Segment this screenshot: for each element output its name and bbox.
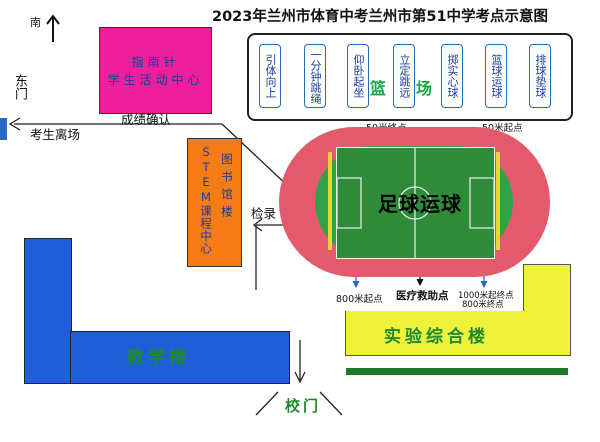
court-label-2: 场 <box>416 79 433 98</box>
football-field <box>336 147 495 259</box>
station-sit-up: 仰卧起坐 <box>347 44 369 108</box>
east-gate-label: 东门 <box>10 74 27 103</box>
activity-center-name-line1: 指南针 <box>131 54 180 69</box>
gate-path-left <box>255 391 279 416</box>
lab-building-wing <box>523 264 571 314</box>
library-label: 图书馆楼 <box>220 153 234 223</box>
field-markings <box>337 148 494 258</box>
station-jump-rope: 一分钟跳绳 <box>304 44 326 108</box>
school-gate-label: 校门 <box>285 397 322 415</box>
exit-arrow-icon <box>8 117 21 131</box>
station-long-jump: 立定跳远 <box>393 44 415 108</box>
station-volleyball: 排球垫球 <box>529 44 551 108</box>
check-in-label: 检录 <box>251 206 277 221</box>
lab-green-strip <box>346 368 568 375</box>
compass-south-label: 南 <box>30 16 41 29</box>
label-800m-finish: 800米终点 <box>462 300 504 310</box>
activity-center-name-line2: 学生活动中心 <box>107 72 204 87</box>
track-start-line-left <box>328 152 332 250</box>
student-activity-center: 指南针 学生活动中心 <box>99 27 212 114</box>
label-1000m-finish: 1000米起终点 <box>458 291 514 301</box>
library-stem-building: STEM课程中心 图书馆楼 <box>187 138 242 267</box>
lab-complex-building <box>345 311 571 356</box>
label-800m-start: 800米起点 <box>336 294 383 305</box>
score-confirm-label: 成绩确认 <box>121 112 172 127</box>
medical-point-label: 医疗救助点 <box>396 290 449 302</box>
lab-complex-label: 实验综合楼 <box>384 327 489 347</box>
station-basketball: 篮球运球 <box>485 44 507 108</box>
exam-exit-label: 考生离场 <box>30 127 81 142</box>
event-stations-area: 引体向上 一分钟跳绳 仰卧起坐 立定跳远 掷实心球 篮球运球 排球垫球 篮 场 <box>247 33 573 121</box>
stem-center-label: STEM课程中心 <box>199 145 213 255</box>
up-arrow-icon <box>46 14 60 42</box>
checkin-arrow-icon <box>252 218 263 232</box>
track-start-line-right <box>496 152 500 250</box>
gate-path-right <box>319 391 343 416</box>
teaching-building <box>70 331 290 384</box>
station-shot-put: 掷实心球 <box>441 44 463 108</box>
football-dribble-label: 足球运球 <box>378 192 462 216</box>
route-to-track-line <box>221 123 291 189</box>
teaching-building-wing <box>24 238 72 384</box>
station-pull-up: 引体向上 <box>259 44 281 108</box>
teaching-building-label: 教学楼 <box>127 348 190 368</box>
east-gate-text: 东门 <box>12 74 27 100</box>
east-gate-marker <box>0 118 7 140</box>
label-50m-start: 50米起点 <box>482 123 523 134</box>
map-title: 2023年兰州市体育中考兰州市第51中学考点示意图 <box>212 9 549 25</box>
court-label-1: 篮 <box>370 79 387 98</box>
